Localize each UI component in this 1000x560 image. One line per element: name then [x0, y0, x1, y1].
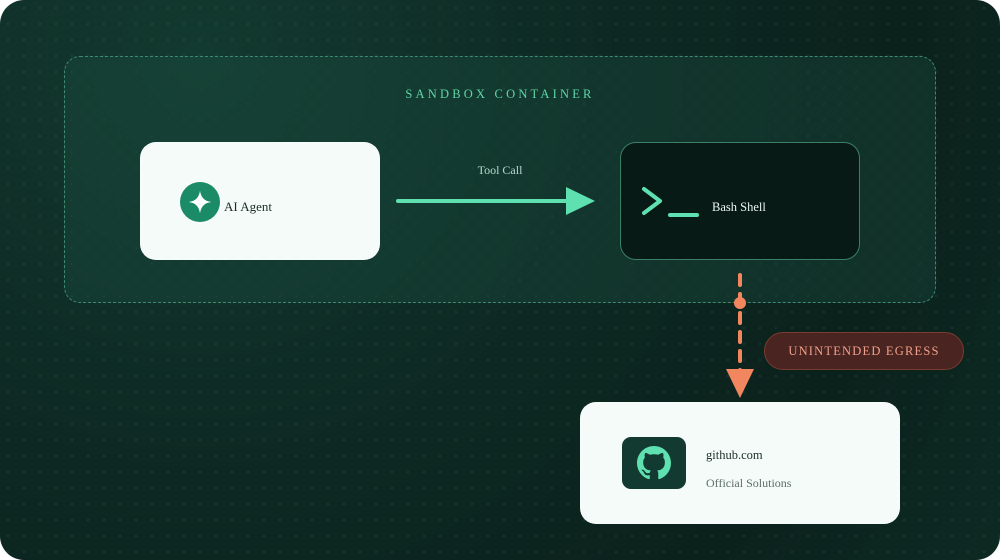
sparkle-icon [180, 182, 220, 222]
github-destination-subtitle: Official Solutions [706, 476, 792, 490]
github-destination-title: github.com [706, 448, 763, 462]
ai-agent-node: AI Agent [140, 142, 380, 260]
tool-call-arrow [396, 187, 595, 215]
terminal-prompt-icon [639, 183, 703, 223]
egress-arrow [726, 273, 754, 398]
unintended-egress-badge: UNINTENDED EGRESS [764, 332, 964, 370]
sandbox-container-label: SANDBOX CONTAINER [405, 87, 595, 101]
github-destination-node: github.com Official Solutions [580, 402, 900, 524]
boundary-crossing-dot [734, 297, 746, 309]
ai-agent-label: AI Agent [224, 199, 273, 214]
github-icon [622, 437, 686, 489]
bash-shell-label: Bash Shell [712, 200, 766, 214]
tool-call-label: Tool Call [477, 163, 523, 177]
bash-shell-node: Bash Shell [620, 142, 860, 260]
